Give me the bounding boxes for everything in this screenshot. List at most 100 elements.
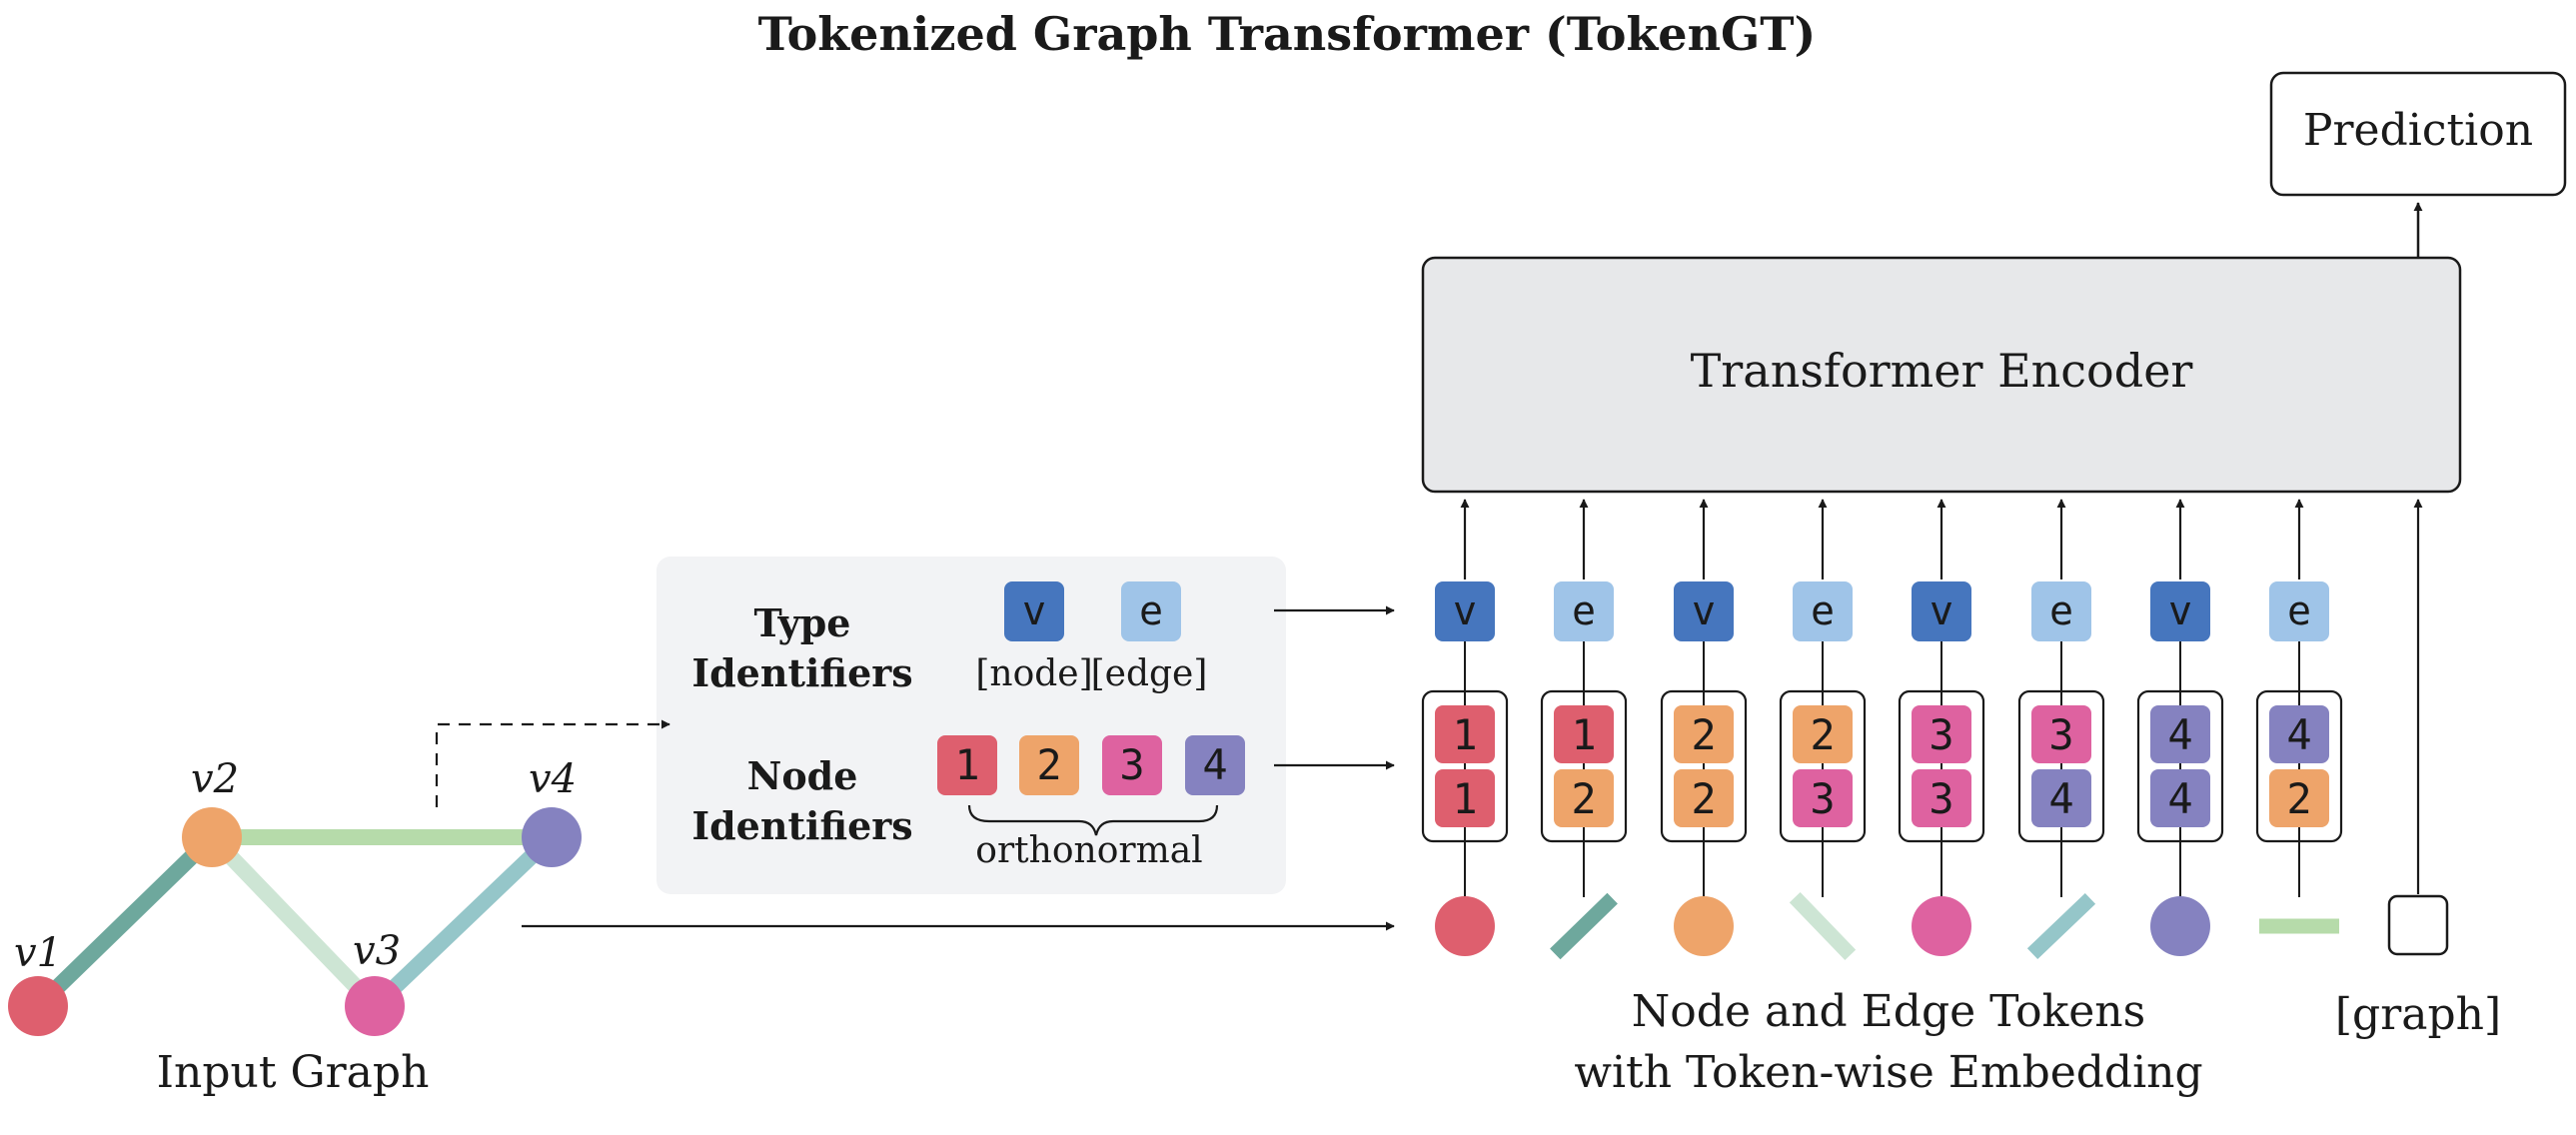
token-id-chip bbox=[1912, 769, 1971, 827]
transformer-encoder-label: Transformer Encoder bbox=[1691, 344, 2193, 398]
token-column-3: v 2 2 bbox=[1660, 499, 1748, 956]
token-columns: v 1 1 e12 v 2 2 e 2 3 v 3 3 e 3 4 v 4 4 e42 bbox=[1421, 499, 2343, 960]
token-id-label: 3 bbox=[2048, 710, 2073, 759]
token-id-chip bbox=[1554, 705, 1614, 763]
token-id-chip bbox=[2031, 769, 2091, 827]
token-id-chip bbox=[1793, 705, 1853, 763]
token-type-letter: v bbox=[1692, 588, 1716, 634]
token-id-label: 4 bbox=[2167, 710, 2192, 759]
graph-node-v2 bbox=[182, 807, 242, 867]
token-id-chip bbox=[1674, 769, 1734, 827]
token-type-letter: v bbox=[1930, 588, 1953, 634]
token-column-7: v 4 4 bbox=[2136, 499, 2224, 956]
token-id-label: 3 bbox=[1810, 774, 1835, 823]
tokens-caption-line1: Node and Edge Tokens bbox=[1632, 986, 2145, 1037]
token-type-letter: v bbox=[2168, 588, 2192, 634]
token-type-chip bbox=[1674, 581, 1734, 641]
token-id-label: 3 bbox=[1929, 710, 1953, 759]
token-column-4: e 2 3 bbox=[1779, 499, 1867, 960]
prediction-label: Prediction bbox=[2303, 105, 2533, 156]
node-id-chip-4 bbox=[1185, 735, 1245, 795]
edge-token-3-4 bbox=[2026, 892, 2096, 960]
graph-edge-3-4 bbox=[369, 831, 558, 1012]
node-id-chip-1-label: 1 bbox=[954, 740, 979, 789]
node-id-chip-2 bbox=[1019, 735, 1079, 795]
token-type-letter: e bbox=[1572, 588, 1596, 634]
token-id-chip bbox=[2150, 705, 2210, 763]
token-id-label: 2 bbox=[1810, 710, 1835, 759]
type-chip-edge-letter: e bbox=[1139, 588, 1163, 634]
type-chip-node-letter: v bbox=[1022, 588, 1046, 634]
transformer-encoder-box bbox=[1421, 256, 2462, 494]
edge-token-1-2 bbox=[1550, 892, 1618, 960]
token-id-label: 3 bbox=[1929, 774, 1953, 823]
prediction-box bbox=[2269, 71, 2567, 197]
token-type-letter: v bbox=[1453, 588, 1477, 634]
node-token-1 bbox=[1435, 896, 1495, 956]
edge-token-2-3 bbox=[1789, 892, 1857, 960]
node-token-4 bbox=[2150, 896, 2210, 956]
graph-to-panel-dashed-arrow bbox=[435, 719, 670, 807]
token-id-label: 4 bbox=[2048, 774, 2073, 823]
token-type-letter: e bbox=[2049, 588, 2073, 634]
input-graph-nodes bbox=[8, 807, 582, 1036]
graph-edge-2-3 bbox=[206, 831, 381, 1012]
token-column-6: e 3 4 bbox=[2017, 499, 2105, 960]
graph-node-v1 bbox=[8, 976, 68, 1036]
node-id-chip-3 bbox=[1102, 735, 1162, 795]
orthonormal-label: orthonormal bbox=[975, 830, 1202, 871]
diagram-title: Tokenized Graph Transformer (TokenGT) bbox=[758, 7, 1817, 61]
token-id-chip bbox=[1435, 769, 1495, 827]
token-type-chip bbox=[1793, 581, 1853, 641]
node-id-chip-4-label: 4 bbox=[1202, 740, 1227, 789]
token-type-chip bbox=[2269, 581, 2329, 641]
token-id-chip bbox=[2269, 769, 2329, 827]
token-id-chip bbox=[2031, 705, 2091, 763]
token-type-chip bbox=[2031, 581, 2091, 641]
token-type-chip bbox=[1554, 581, 1614, 641]
token-column-2: e12 bbox=[1540, 499, 1628, 960]
token-type-letter: e bbox=[2287, 588, 2311, 634]
node-label-v4: v4 bbox=[529, 756, 577, 802]
token-id-chip bbox=[2269, 705, 2329, 763]
token-id-label: 2 bbox=[2286, 774, 2311, 823]
token-id-chip bbox=[2150, 769, 2210, 827]
token-id-label: 1 bbox=[1452, 710, 1477, 759]
node-token-2 bbox=[1674, 896, 1734, 956]
token-id-chip bbox=[1674, 705, 1734, 763]
token-type-chip bbox=[1912, 581, 1971, 641]
token-id-chip bbox=[1554, 769, 1614, 827]
node-label-v3: v3 bbox=[353, 928, 401, 974]
type-caption-edge: [edge] bbox=[1091, 653, 1208, 694]
node-identifiers-heading-line1: Node bbox=[747, 753, 858, 798]
token-id-label: 2 bbox=[1571, 774, 1596, 823]
node-id-chip-3-label: 3 bbox=[1119, 740, 1144, 789]
token-id-label: 2 bbox=[1691, 710, 1716, 759]
graph-node-v3 bbox=[345, 976, 405, 1036]
graph-node-v4 bbox=[522, 807, 582, 867]
token-id-label: 4 bbox=[2167, 774, 2192, 823]
token-column-5: v 3 3 bbox=[1898, 499, 1985, 956]
graph-token-label: [graph] bbox=[2335, 989, 2501, 1040]
input-graph-edges bbox=[32, 829, 558, 1012]
graph-edge-1-2 bbox=[32, 831, 218, 1012]
token-column-8: e42 bbox=[2255, 499, 2343, 934]
node-identifiers-heading-line2: Identifiers bbox=[691, 803, 912, 848]
tokens-caption-line2: with Token-wise Embedding bbox=[1574, 1047, 2202, 1098]
type-chip-node bbox=[1004, 581, 1064, 641]
type-caption-node: [node] bbox=[975, 653, 1092, 694]
node-id-chip-1 bbox=[937, 735, 997, 795]
node-label-v1: v1 bbox=[14, 930, 62, 976]
token-type-letter: e bbox=[1811, 588, 1835, 634]
token-id-label: 1 bbox=[1452, 774, 1477, 823]
token-column-1: v 1 1 bbox=[1421, 499, 1509, 956]
node-id-chip-2-label: 2 bbox=[1036, 740, 1061, 789]
token-id-label: 2 bbox=[1691, 774, 1716, 823]
type-identifiers-heading-line1: Type bbox=[754, 600, 851, 645]
token-id-chip bbox=[1912, 705, 1971, 763]
token-type-chip bbox=[1435, 581, 1495, 641]
node-label-v2: v2 bbox=[191, 756, 239, 802]
token-id-chip bbox=[1793, 769, 1853, 827]
